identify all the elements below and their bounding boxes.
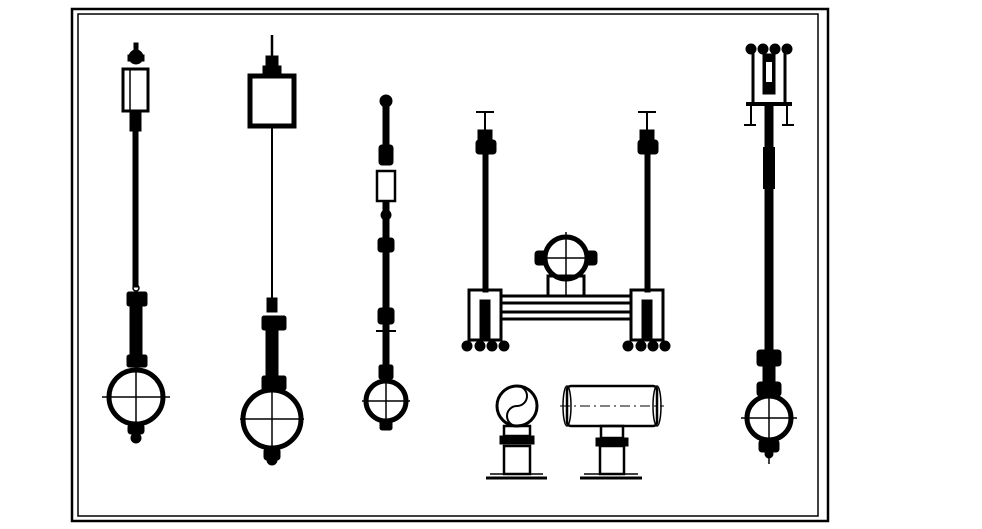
rod-hanger-with-box-can: [240, 35, 304, 466]
pipe-saddle-support-side: [560, 384, 664, 480]
trapeze-hanger-assembly: [461, 111, 671, 352]
spring-hanger-with-pipe-clamp: [741, 43, 797, 464]
pipe-saddle-support-front: [486, 384, 547, 480]
sheet-border: [70, 7, 830, 523]
rod-hanger-with-turnbuckle: [362, 94, 410, 431]
rod-hanger-with-spring-can: [102, 42, 170, 444]
